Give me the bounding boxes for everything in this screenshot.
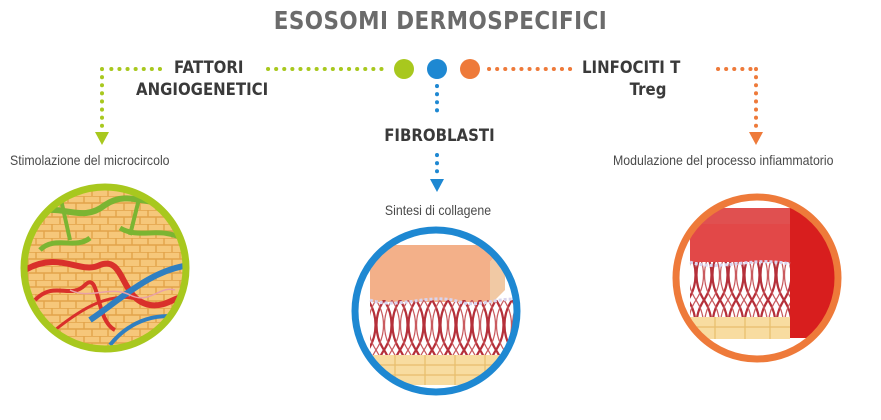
left-connector: [95, 67, 387, 145]
left-heading-line1: FATTORI: [174, 58, 244, 78]
diagram-title: ESOSOMI DERMOSPECIFICI: [273, 6, 608, 35]
inflammation-illustration: [672, 193, 842, 363]
microcirculation-illustration: [20, 183, 190, 353]
center-heading: FIBROBLASTI: [384, 126, 495, 146]
left-heading-line2: ANGIOGENETICI: [136, 80, 269, 100]
center-effect-label: Sintesi di collagene: [384, 202, 492, 218]
blue-dot: [427, 59, 447, 79]
center-connector: [430, 84, 444, 192]
right-heading-line2: Treg: [629, 80, 667, 100]
collagen-illustration: [351, 226, 521, 396]
orange-dot: [460, 59, 480, 79]
green-dot: [394, 59, 414, 79]
left-effect-label: Stimolazione del microcircolo: [10, 152, 170, 168]
right-connector: [487, 67, 763, 145]
right-effect-label: Modulazione del processo infiammatorio: [613, 152, 834, 168]
right-heading-line1: LINFOCITI T: [582, 58, 681, 78]
